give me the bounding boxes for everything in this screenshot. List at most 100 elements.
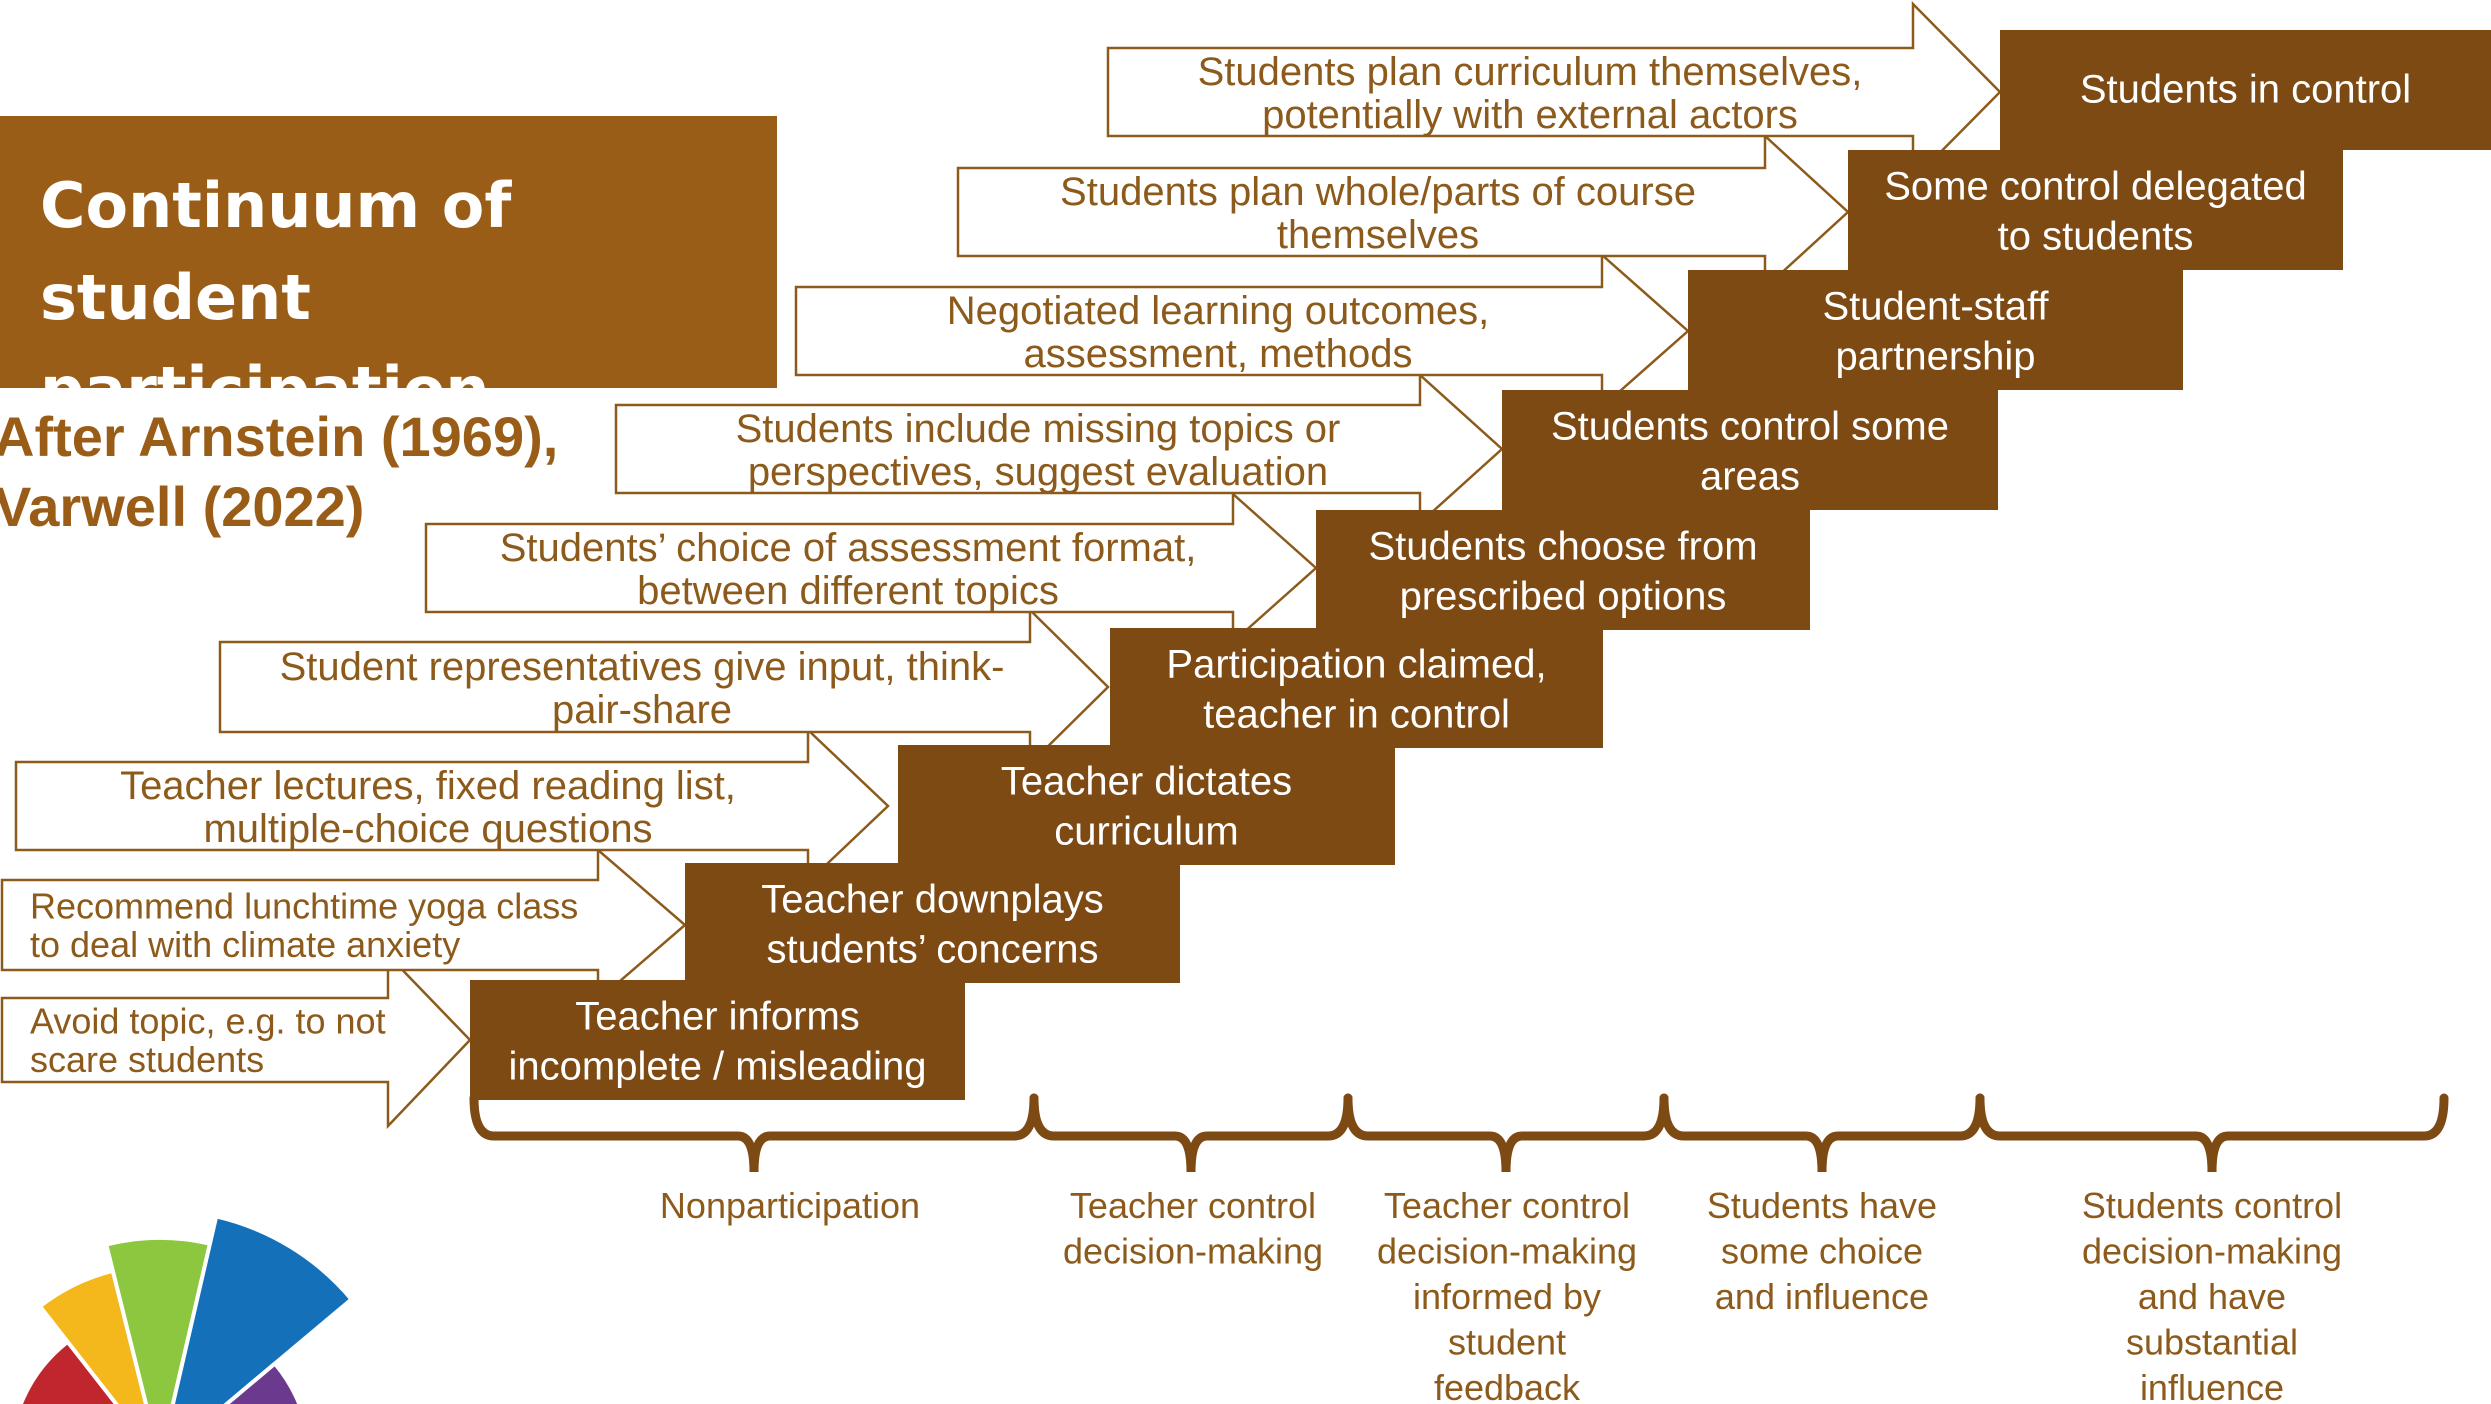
arrow-shape: [14, 727, 890, 885]
arrow-label-line: Avoid topic, e.g. to not: [30, 1001, 386, 1042]
title-line-2: student participation: [40, 261, 490, 426]
attribution-line-2: Varwell (2022): [0, 475, 365, 538]
category-label-line: substantial: [2126, 1322, 2298, 1363]
logo-segment-purple: [223, 1360, 302, 1404]
step-label-line: to students: [1998, 214, 2194, 258]
arrow-9: Students plan curriculum themselves,pote…: [1106, 0, 2002, 184]
colour-wheel-logo: [18, 1214, 355, 1404]
step-label-line: students’ concerns: [766, 927, 1098, 971]
step-9: Students in control: [2000, 30, 2491, 150]
step-label-line: incomplete / misleading: [509, 1044, 927, 1088]
step-label-line: teacher in control: [1203, 692, 1510, 736]
step-label-line: Student-staff: [1822, 284, 2049, 328]
category-label-line: some choice: [1721, 1231, 1923, 1272]
step-box: [898, 745, 1395, 865]
brace-layer: Nonparticipation Teacher control decision-…: [469, 1093, 2449, 1404]
arrow-label-line: themselves: [1277, 213, 1479, 257]
category-label-line: Nonparticipation: [660, 1185, 920, 1226]
step-label-line: Teacher dictates: [1001, 759, 1292, 803]
step-box: [1848, 150, 2343, 270]
step-label-line: areas: [1700, 454, 1800, 498]
step-box: [1502, 390, 1998, 510]
category-2: Teacher control decision-making: [1063, 1185, 1323, 1272]
step-label-line: curriculum: [1054, 809, 1238, 853]
arrow-label-line: to deal with climate anxiety: [30, 924, 460, 965]
category-label-line: student: [1448, 1322, 1566, 1363]
brace-4: [1659, 1093, 1985, 1173]
arrow-label-line: Negotiated learning outcomes,: [947, 289, 1490, 333]
arrow-shape: [0, 951, 472, 1130]
brace-1: [469, 1093, 1039, 1173]
step-7: Student-staff partnership: [1688, 270, 2183, 390]
step-label-line: partnership: [1835, 334, 2035, 378]
step-label-line: Teacher informs: [575, 994, 860, 1038]
arrow-label-line: Recommend lunchtime yoga class: [30, 886, 578, 927]
arrow-5: Students’ choice of assessment format,be…: [424, 491, 1318, 645]
arrow-label-line: Student representatives give input, thin…: [280, 645, 1005, 689]
arrow-label-line: scare students: [30, 1039, 264, 1080]
arrow-label-line: Students’ choice of assessment format,: [500, 526, 1197, 570]
arrow-shape: [956, 133, 1850, 291]
step-label-line: Some control delegated: [1884, 164, 2307, 208]
arrow-label-line: between different topics: [637, 569, 1059, 613]
arrow-6: Students include missing topics orperspe…: [614, 372, 1504, 526]
arrow-7: Negotiated learning outcomes,assessment,…: [794, 252, 1690, 410]
arrow-label-line: Students plan whole/parts of course: [1060, 170, 1696, 214]
category-label-line: influence: [2140, 1367, 2284, 1404]
category-1: Nonparticipation: [660, 1185, 920, 1226]
step-label-line: Teacher downplays: [761, 877, 1103, 921]
arrow-shape: [614, 372, 1504, 526]
title-box: Continuum of student participation: [0, 116, 777, 426]
arrow-3: Teacher lectures, fixed reading list,mul…: [14, 727, 890, 885]
category-label-line: decision-making: [1063, 1231, 1323, 1272]
logo-segment-blue: [170, 1214, 355, 1404]
arrow-label-line: pair-share: [552, 688, 732, 732]
arrow-label-line: potentially with external actors: [1262, 93, 1798, 137]
attribution-line-1: After Arnstein (1969),: [0, 405, 559, 468]
brace-3: [1343, 1093, 1669, 1173]
step-6: Students control some areas: [1502, 390, 1998, 510]
step-label-line: Students choose from: [1368, 524, 1757, 568]
category-label-line: and have: [2138, 1276, 2286, 1317]
step-box: [470, 980, 965, 1100]
category-label-line: Teacher control: [1384, 1185, 1630, 1226]
brace-5: [1975, 1093, 2449, 1173]
step-1: Teacher informs incomplete / misleading: [470, 980, 965, 1100]
step-box: [1688, 270, 2183, 390]
arrow-shape: [1106, 0, 2002, 184]
arrow-label-line: perspectives, suggest evaluation: [748, 450, 1328, 494]
step-box: [685, 863, 1180, 983]
page-title: Continuum of student participation: [40, 160, 770, 436]
category-label-line: decision-making: [1377, 1231, 1637, 1272]
category-label-line: Students control: [2082, 1185, 2342, 1226]
attribution: After Arnstein (1969), Varwell (2022): [0, 402, 634, 542]
arrow-label-line: Students plan curriculum themselves,: [1198, 50, 1863, 94]
brace-2: [1029, 1093, 1353, 1173]
step-label-line: Participation claimed,: [1166, 642, 1546, 686]
category-label-line: informed by: [1413, 1276, 1601, 1317]
step-label-line: Students control some: [1551, 404, 1949, 448]
logo-segment-green: [103, 1236, 213, 1404]
arrow-shape: [0, 847, 687, 1003]
step-box: [1316, 510, 1810, 630]
arrow-shape: [424, 491, 1318, 645]
category-label-line: feedback: [1434, 1367, 1581, 1404]
step-box: [2000, 30, 2491, 150]
step-label-line: Students in control: [2080, 67, 2411, 111]
category-label-line: Teacher control: [1070, 1185, 1316, 1226]
category-label-line: and influence: [1715, 1276, 1929, 1317]
arrow-label-line: Teacher lectures, fixed reading list,: [120, 764, 736, 808]
step-3: Teacher dictates curriculum: [898, 745, 1395, 865]
title-line-1: Continuum of: [40, 169, 512, 242]
arrow-shape: [794, 252, 1690, 410]
step-box: [1110, 628, 1603, 748]
